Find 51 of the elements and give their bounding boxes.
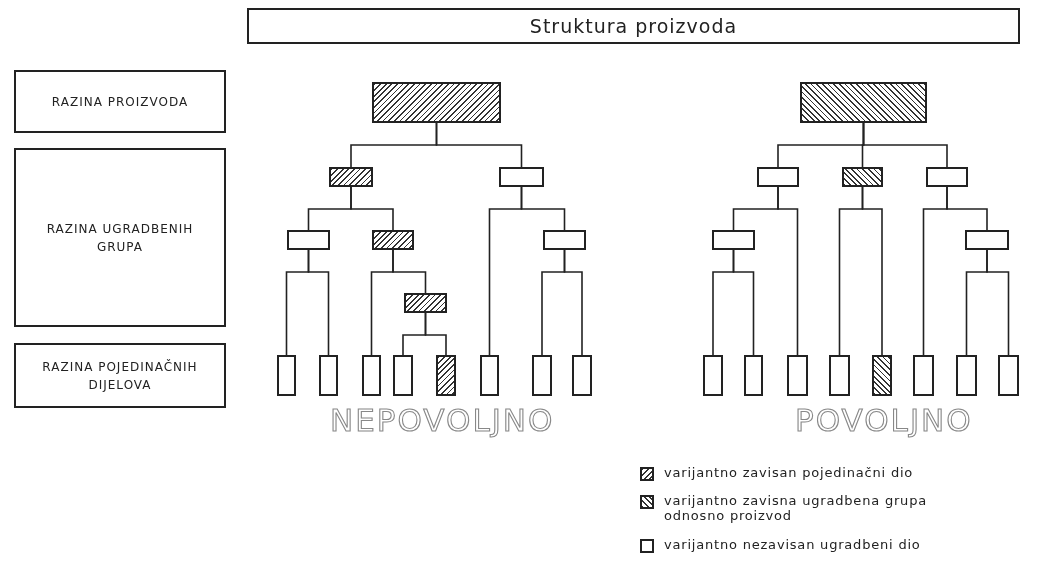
hatched-component-box (372, 82, 501, 123)
hatched-component-box (404, 293, 447, 313)
tree-connector (350, 186, 394, 231)
tree-connector (777, 186, 799, 356)
hatched-component-box (800, 82, 927, 123)
component-box (393, 355, 413, 396)
component-box (744, 355, 763, 396)
component-box (480, 355, 499, 396)
level-label-box: RAZINA POJEDINAČNIH DIJELOVA (14, 343, 226, 408)
hatched-component-box (436, 355, 456, 396)
legend-text: varijantno zavisna ugradbena grupa odnosno proizvod (664, 494, 928, 524)
hatched-component-box (372, 230, 414, 250)
component-box (956, 355, 977, 396)
hatched-component-box (872, 355, 892, 396)
component-box (965, 230, 1009, 250)
component-box (913, 355, 934, 396)
component-box (998, 355, 1019, 396)
component-box (712, 230, 755, 250)
component-box (319, 355, 338, 396)
tree-connector (424, 312, 447, 356)
tree-verdict-label: POVOLJNO (795, 402, 973, 438)
tree-connector (520, 186, 566, 231)
legend-text: varijantno zavisan pojedinačni dio (664, 466, 915, 481)
level-label-box: RAZINA PROIZVODA (14, 70, 226, 133)
legend-text: varijantno nezavisan ugradbeni dio (664, 538, 922, 553)
component-box (757, 167, 799, 187)
component-box (499, 167, 544, 187)
tree-connector (986, 249, 1010, 356)
component-box (362, 355, 381, 396)
tree-connector (862, 122, 948, 168)
tree-connector (435, 122, 523, 168)
tree-connector (392, 249, 427, 294)
tree-connector (307, 249, 330, 356)
tree-connector (861, 186, 883, 356)
component-box (787, 355, 808, 396)
component-box (543, 230, 586, 250)
component-box (277, 355, 296, 396)
component-box (703, 355, 723, 396)
title-box: Struktura proizvoda (247, 8, 1020, 44)
component-box (926, 167, 968, 187)
hatched-component-box (842, 167, 883, 187)
tree-connector (732, 249, 755, 356)
component-box (287, 230, 330, 250)
component-box (829, 355, 850, 396)
tree-connector (946, 186, 988, 231)
tree-verdict-label: NEPOVOLJNO (330, 402, 555, 438)
component-box (532, 355, 552, 396)
tree-connector (563, 249, 583, 356)
level-label-box: RAZINA UGRADBENIH GRUPA (14, 148, 226, 327)
component-box (572, 355, 592, 396)
hatched-component-box (329, 167, 373, 187)
